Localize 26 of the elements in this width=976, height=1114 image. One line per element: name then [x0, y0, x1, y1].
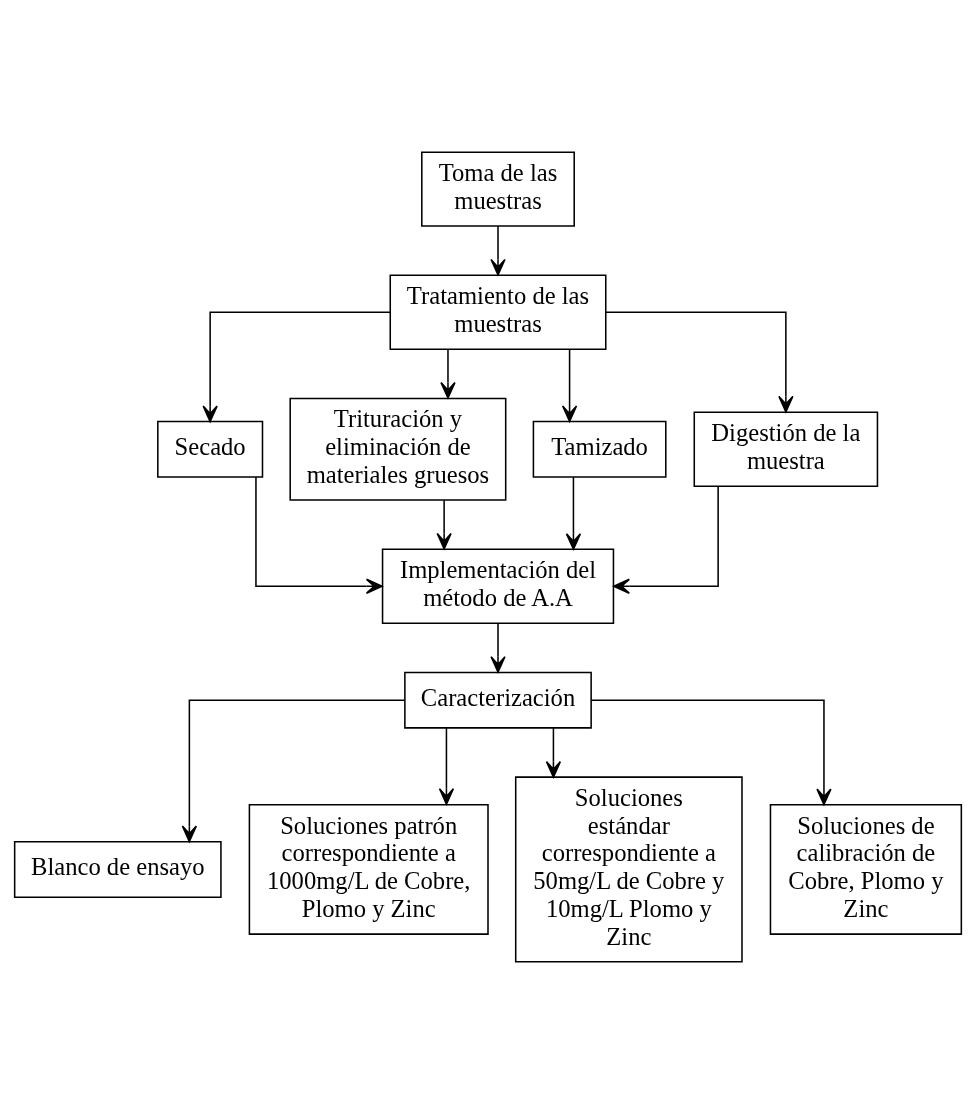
node-box: Secado	[157, 420, 264, 478]
node-box: Blanco de ensayo	[13, 841, 222, 898]
arrow	[202, 311, 391, 423]
arrow	[255, 476, 383, 594]
arrow	[438, 727, 455, 805]
node-box: Tamizado	[532, 420, 667, 478]
node-box: Toma de las muestras	[421, 151, 575, 227]
arrow	[613, 485, 719, 594]
node-box: Implementación del método de A.A	[381, 548, 615, 624]
arrow	[605, 311, 794, 413]
node-box: Tratamiento de las muestras	[389, 274, 607, 350]
node-box: Soluciones estándar correspondiente a 50mg/L de Cobre y 10mg/L Plomo y Zinc	[514, 776, 743, 963]
node-box: Soluciones patrón correspondiente a 1000mg/L de Cobre, Plomo y Zinc	[248, 804, 489, 935]
arrow	[181, 699, 406, 843]
node-box: Trituración y eliminación de materiales gruesos	[289, 397, 507, 501]
arrow	[490, 225, 506, 276]
arrow	[545, 727, 562, 778]
node-box: Caracterización	[404, 671, 592, 729]
arrow	[565, 476, 582, 550]
arrow	[436, 499, 452, 550]
node-box: Soluciones de calibración de Cobre, Plomo y Zinc	[769, 804, 963, 935]
arrow	[561, 348, 578, 423]
arrow	[490, 622, 506, 673]
arrow	[440, 348, 456, 399]
node-box: Digestión de la muestra	[693, 411, 879, 487]
arrow	[590, 699, 832, 806]
